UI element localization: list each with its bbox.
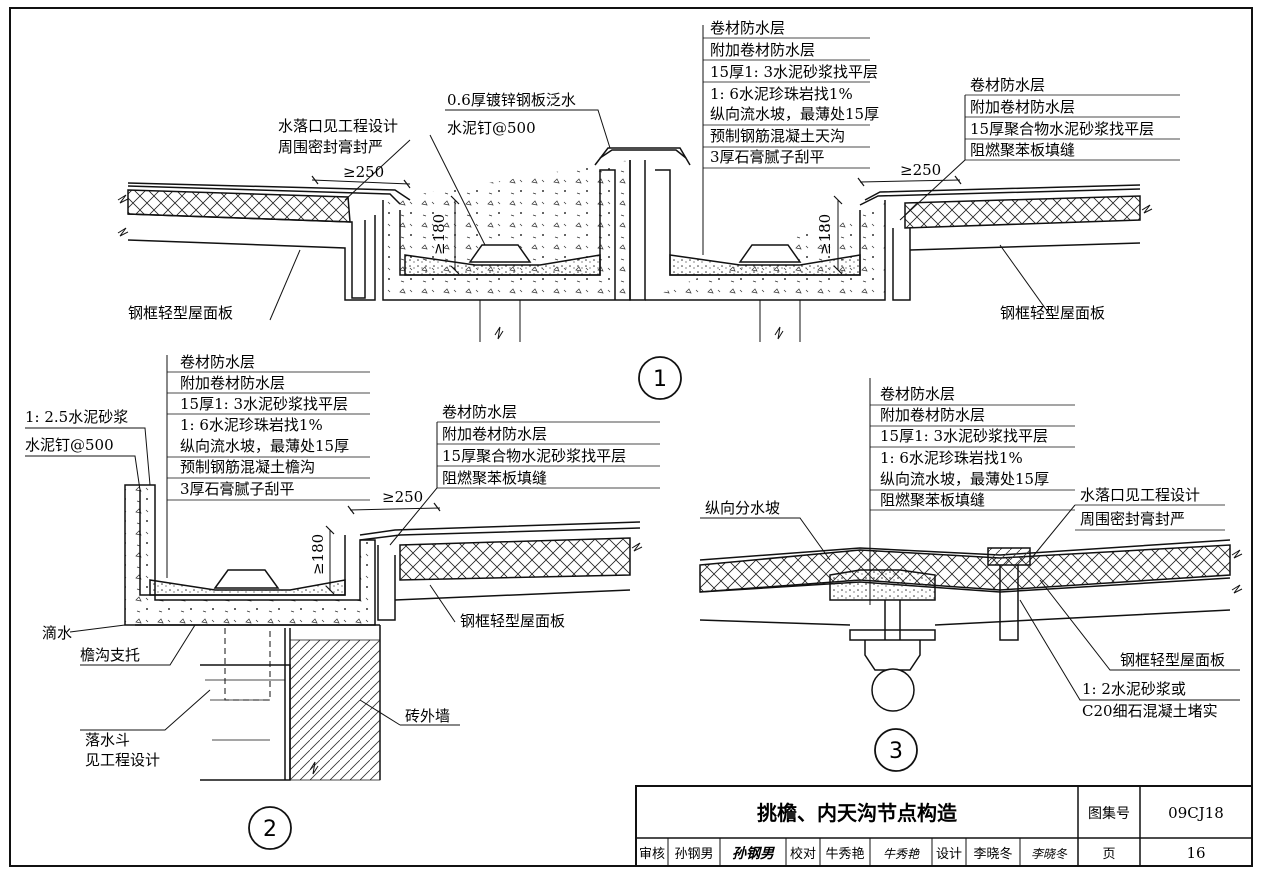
d1-dim-right: ≥250: [900, 161, 941, 179]
d1-stack-label-3: 15厚1: 3水泥砂浆找平层: [710, 63, 878, 81]
d2-stack-label-4: 1: 6水泥珍珠岩找1%: [180, 416, 323, 434]
d1-stack-label-6: 预制钢筋混凝土天沟: [710, 127, 845, 145]
d3-panel-label: 钢框轻型屋面板: [1120, 651, 1225, 669]
d1-panel-left: 钢框轻型屋面板: [128, 304, 233, 322]
title-block-frame: [635, 785, 1253, 867]
detail-1-drawing: [117, 25, 1180, 342]
d2-right-label-1: 卷材防水层: [442, 403, 517, 421]
title-block-designer-signature: 李晓冬: [1031, 847, 1068, 861]
d1-dim-height-right: ≥180: [816, 214, 834, 255]
d1-stack-label-4: 1: 6水泥珍珠岩找1%: [710, 85, 853, 103]
d1-stack-label-7: 3厚石膏腻子刮平: [710, 148, 825, 166]
title-block-designer: 李晓冬: [973, 846, 1012, 862]
d3-stack-label-6: 阻燃聚苯板填缝: [880, 491, 985, 509]
title-block-design-label: 设计: [936, 847, 962, 862]
title-block-atlas-no: 09CJ18: [1168, 804, 1224, 822]
title-block-title: 挑檐、内天沟节点构造: [757, 801, 958, 825]
d1-number: 1: [653, 367, 667, 392]
drawing-frame: [9, 7, 1253, 867]
d2-funnel-label-b: 见工程设计: [85, 751, 160, 769]
title-block-review-label: 审核: [639, 847, 665, 862]
d1-flashing-label: 0.6厚镀锌钢板泛水: [447, 91, 576, 109]
d3-stack-label-4: 1: 6水泥珍珠岩找1%: [880, 449, 1023, 467]
d1-stack-label-5: 纵向流水坡，最薄处15厚: [710, 105, 879, 123]
detail-3-drawing: [699, 378, 1243, 712]
d3-fill-label-b: C20细石混凝土堵实: [1082, 702, 1218, 720]
d3-outlet-label-b: 周围密封膏封严: [1080, 510, 1185, 528]
d2-mortar-label: 1: 2.5水泥砂浆: [25, 408, 128, 426]
title-block-check-label: 校对: [790, 846, 816, 862]
d3-number: 3: [889, 739, 903, 764]
d2-wall-label: 砖外墙: [405, 707, 450, 725]
d2-panel-label: 钢框轻型屋面板: [460, 612, 565, 630]
d1-stack-label-2: 附加卷材防水层: [710, 41, 815, 59]
d1-right-label-4: 阻燃聚苯板填缝: [970, 141, 1075, 159]
d3-stack-label-3: 15厚1: 3水泥砂浆找平层: [880, 427, 1048, 445]
d2-stack-label-2: 附加卷材防水层: [180, 374, 285, 392]
d1-outlet-label-b: 周围密封膏封严: [278, 138, 383, 156]
d1-dim-height-left: ≥180: [430, 214, 448, 255]
d1-outlet-label-a: 水落口见工程设计: [278, 117, 398, 135]
d2-stack-label-7: 3厚石膏腻子刮平: [180, 480, 295, 498]
d2-nail-label: 水泥钉@500: [25, 436, 114, 454]
title-block-page-label: 页: [1102, 847, 1115, 862]
title-block-reviewer-signature: 孙钢男: [732, 845, 775, 862]
d3-stack-label-1: 卷材防水层: [880, 385, 955, 403]
d1-stack-label-1: 卷材防水层: [710, 19, 785, 37]
d2-right-label-2: 附加卷材防水层: [442, 425, 547, 443]
d3-fill-label-a: 1: 2水泥砂浆或: [1082, 680, 1186, 698]
title-block-page-no: 16: [1186, 844, 1205, 862]
detail-2-drawing: [25, 355, 660, 781]
d3-stack-label-2: 附加卷材防水层: [880, 406, 985, 424]
title-block-atlas-label: 图集号: [1088, 805, 1130, 822]
d3-outlet-label-a: 水落口见工程设计: [1080, 486, 1200, 504]
detail-1-marker: [638, 356, 682, 400]
d3-slope-label: 纵向分水坡: [705, 499, 780, 517]
d2-right-label-4: 阻燃聚苯板填缝: [442, 469, 547, 487]
title-block-checker: 牛秀艳: [825, 846, 864, 862]
d2-bracket-label: 檐沟支托: [80, 646, 140, 664]
d2-stack-label-5: 纵向流水坡，最薄处15厚: [180, 437, 349, 455]
d1-dim-left: ≥250: [343, 163, 384, 181]
d1-panel-right: 钢框轻型屋面板: [1000, 304, 1105, 322]
d1-right-label-2: 附加卷材防水层: [970, 98, 1075, 116]
d1-nail-label: 水泥钉@500: [447, 119, 536, 137]
d2-drip-label: 滴水: [42, 624, 72, 642]
d2-dim-height: ≥180: [309, 534, 327, 575]
d2-funnel-label-a: 落水斗: [85, 731, 130, 749]
d2-right-label-3: 15厚聚合物水泥砂浆找平层: [442, 447, 626, 465]
detail-2-marker: [248, 806, 292, 850]
d3-stack-label-5: 纵向流水坡，最薄处15厚: [880, 470, 1049, 488]
title-block-reviewer: 孙钢男: [674, 847, 713, 862]
d2-number: 2: [263, 817, 277, 842]
d1-right-label-1: 卷材防水层: [970, 76, 1045, 94]
d1-right-label-3: 15厚聚合物水泥砂浆找平层: [970, 120, 1154, 138]
d2-stack-label-6: 预制钢筋混凝土檐沟: [180, 458, 315, 476]
d2-stack-label-1: 卷材防水层: [180, 353, 255, 371]
title-block-checker-signature: 牛秀艳: [883, 847, 920, 861]
detail-3-marker: [874, 728, 918, 772]
d2-stack-label-3: 15厚1: 3水泥砂浆找平层: [180, 395, 348, 413]
d2-dim: ≥250: [382, 488, 423, 506]
